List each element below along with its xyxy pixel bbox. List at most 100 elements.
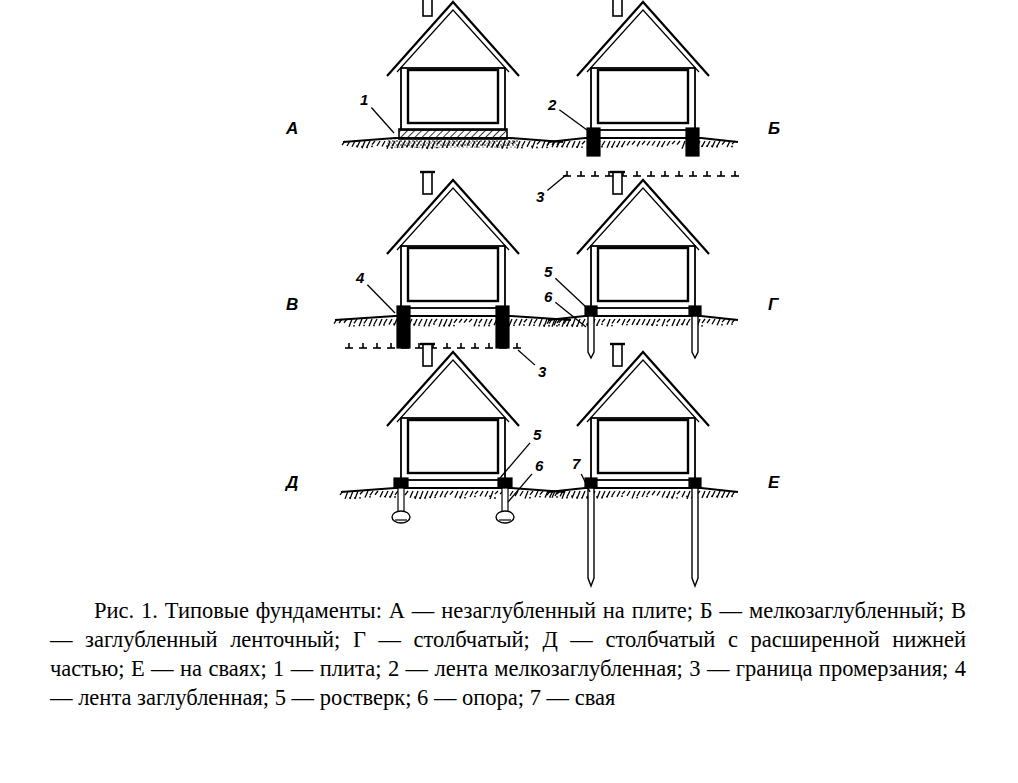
column-support	[398, 488, 404, 514]
house-chimney	[613, 344, 622, 366]
leader-line	[367, 285, 395, 313]
ground-hatch	[637, 491, 640, 496]
ground-speck	[601, 323, 603, 325]
frost-line	[734, 171, 736, 176]
ground-hatch	[544, 319, 547, 327]
ground-hatch	[529, 319, 532, 326]
deep-strip-hatch	[399, 310, 408, 344]
frost-line	[460, 343, 462, 348]
ground-speck	[433, 323, 435, 325]
ground-speck	[434, 496, 436, 498]
frost-line	[678, 171, 680, 176]
ground-hatch	[562, 319, 565, 327]
callout-number: 3	[536, 189, 544, 204]
ground-speck	[646, 495, 648, 497]
ground-hatch	[470, 491, 473, 497]
ground-hatch	[382, 141, 385, 147]
ground-speck	[656, 324, 658, 326]
ground-hatch	[425, 491, 428, 498]
column-base	[496, 511, 514, 523]
ground-hatch	[444, 319, 447, 326]
ground-hatch	[490, 491, 493, 499]
ground-hatch	[727, 319, 730, 325]
leader-line	[508, 474, 532, 502]
ground-hatch	[347, 141, 350, 146]
ground-hatch	[429, 319, 432, 325]
ground-hatch	[642, 491, 645, 497]
house-roof	[577, 180, 709, 254]
house-wall	[401, 246, 505, 308]
ground-hatch	[672, 141, 675, 144]
callout-number: 2	[548, 97, 556, 112]
leader-line	[559, 110, 587, 130]
ground-hatch	[702, 141, 705, 147]
ground-hatch	[707, 141, 710, 147]
shallow-strip	[686, 128, 699, 156]
ground-hatch	[440, 491, 443, 497]
ground-hatch	[617, 319, 620, 323]
ground-hatch	[369, 319, 372, 326]
leader-line	[500, 443, 530, 478]
ground-hatch	[652, 141, 655, 145]
ground-hatch	[607, 141, 610, 148]
ground-speck	[478, 325, 480, 327]
gravel-bed	[387, 139, 519, 148]
figure-letter: А	[286, 120, 298, 137]
ground-hatch	[557, 319, 560, 323]
house-chimney	[420, 171, 435, 173]
ground-hatch	[345, 491, 348, 499]
ground-hatch	[562, 141, 565, 147]
ground-speck	[521, 147, 523, 149]
ground-hatch	[357, 141, 360, 147]
ground-hatch	[707, 319, 710, 323]
ground-hatch	[607, 491, 610, 497]
ground-hatch	[602, 319, 605, 322]
ground-hatch	[632, 319, 635, 325]
frost-line	[650, 171, 652, 176]
ground-hatch	[662, 141, 665, 146]
ground-hatch	[662, 491, 665, 498]
ground-hatch	[410, 491, 413, 498]
ground-hatch	[350, 491, 353, 499]
frost-line	[594, 171, 596, 176]
ground-hatch	[602, 491, 605, 498]
ground-hatch	[577, 491, 580, 499]
ground-speck	[676, 497, 678, 499]
ground-speck	[363, 324, 365, 326]
ground-hatch	[449, 319, 452, 326]
pile	[588, 488, 594, 586]
ground-hatch	[485, 491, 488, 497]
ground-speck	[611, 325, 613, 327]
ground-speck	[533, 324, 535, 326]
ground-hatch	[460, 491, 463, 499]
ground-hatch	[525, 491, 528, 499]
ground-hatch	[582, 491, 585, 498]
ground-hatch	[682, 491, 685, 497]
house-roof-inner	[587, 188, 699, 250]
ground-speck	[539, 496, 541, 498]
ground-hatch	[667, 491, 670, 498]
callout-number: 6	[535, 458, 543, 473]
column-support	[502, 488, 508, 514]
house-wall	[401, 68, 505, 130]
callout-number: 5	[544, 264, 552, 279]
deep-strip	[397, 306, 410, 348]
ground-speck	[373, 325, 375, 327]
figure-letter: Г	[768, 296, 778, 313]
ground-hatch	[672, 319, 675, 326]
ground-speck	[428, 325, 430, 327]
ground-hatch	[712, 141, 715, 147]
ground-hatch	[415, 491, 418, 499]
ground-hatch	[419, 319, 422, 324]
frost-line	[390, 343, 392, 348]
ground-speck	[731, 146, 733, 148]
ground-hatch	[367, 141, 370, 147]
ground-hatch	[657, 491, 660, 496]
frost-line	[404, 343, 406, 348]
ground-hatch	[459, 319, 462, 323]
house-wall	[591, 418, 695, 480]
ground-speck	[546, 146, 548, 148]
ground-speck	[721, 324, 723, 326]
ground-hatch	[732, 491, 735, 496]
ground-hatch	[582, 141, 585, 144]
